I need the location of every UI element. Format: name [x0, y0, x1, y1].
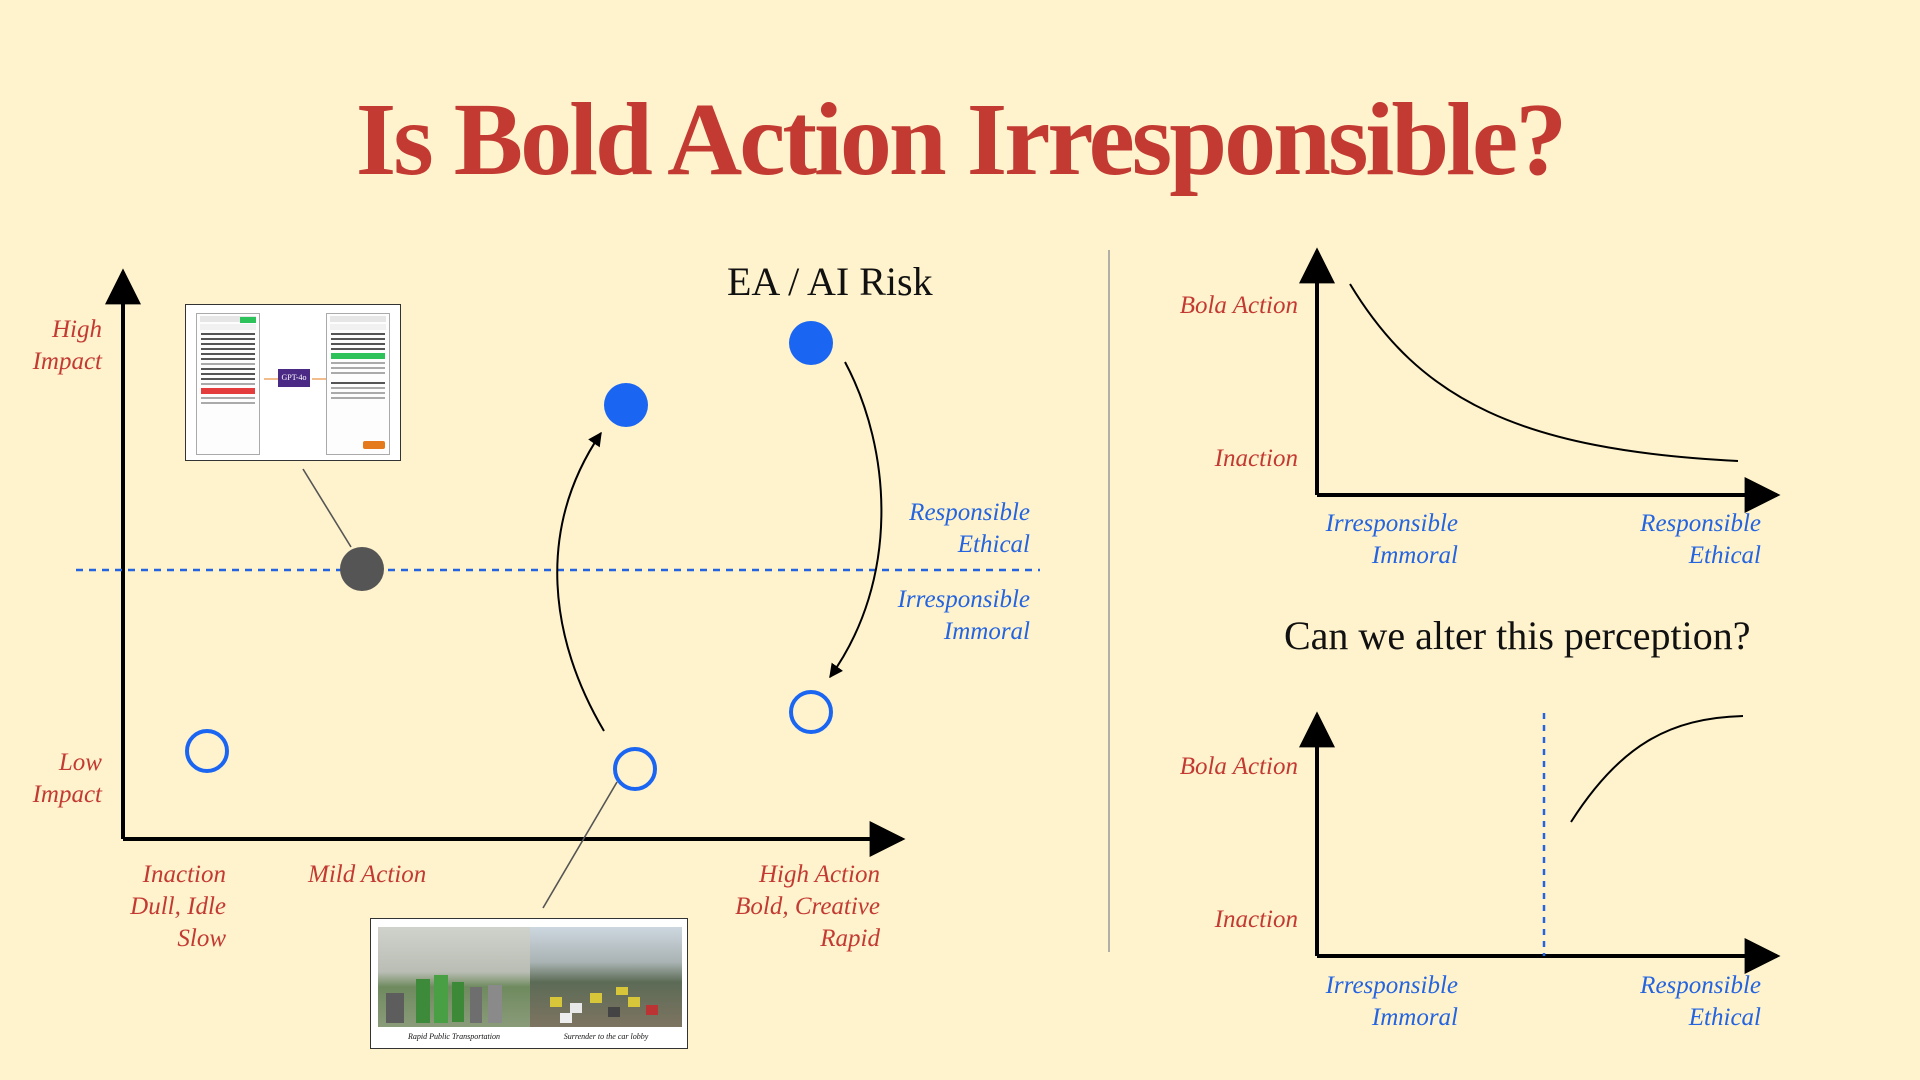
x-label-high-line2: Bold, Creative: [735, 893, 880, 920]
x-label-inaction: Inaction Dull, Idle Slow: [110, 859, 226, 955]
y-label-high-impact: High Impact: [20, 314, 102, 378]
phone-mockup-left: [196, 313, 260, 455]
bottom-chart-axes: [1299, 711, 1781, 974]
perception-question: Can we alter this perception?: [1284, 613, 1751, 658]
bottom-chart-y-bottom: Inaction: [1214, 906, 1298, 933]
y-label-high-line2: Impact: [32, 348, 102, 375]
top-chart-x-right-line1: Responsible: [1640, 510, 1761, 537]
gpt-arrow-lines: [264, 378, 326, 380]
bottom-chart-y-top: Bola Action: [1179, 753, 1298, 780]
photo-bus-lane: [378, 927, 530, 1027]
divider-above-line2: Ethical: [957, 531, 1030, 558]
top-chart-x-left: Irresponsible Immoral: [1300, 508, 1458, 572]
transport-photo-inset: Rapid Public Transportation Surrender to…: [370, 918, 688, 1049]
top-chart-y-bottom: Inaction: [1214, 445, 1298, 472]
x-label-inaction-line3: Slow: [177, 925, 226, 952]
page-title: Is Bold Action Irresponsible?: [355, 82, 1567, 197]
y-label-low-line2: Impact: [32, 781, 102, 808]
blue-ring-high: [789, 690, 833, 734]
gpt-badge: GPT-4o: [278, 369, 310, 387]
top-chart-x-right: Responsible Ethical: [1600, 508, 1761, 572]
gpt-screenshot-inset: GPT-4o: [185, 304, 401, 461]
grey-dot-mild-action: [340, 547, 384, 591]
y-label-low-line1: Low: [58, 749, 102, 776]
top-chart-x-left-line1: Irresponsible: [1325, 510, 1458, 537]
gpt-inset-connector: [302, 468, 352, 548]
x-label-mild-action: Mild Action: [308, 861, 427, 888]
bottom-chart-rise-curve: [1570, 715, 1744, 823]
blue-dot-high-filled: [789, 321, 833, 365]
bottom-chart-x-right-line2: Ethical: [1688, 1004, 1761, 1031]
rise-arrow: [556, 431, 605, 732]
fall-arrow: [829, 361, 883, 679]
x-label-high-line3: Rapid: [820, 925, 880, 952]
bottom-chart-x-right-line1: Responsible: [1640, 972, 1761, 999]
bottom-chart-x-left: Irresponsible Immoral: [1300, 970, 1458, 1034]
photo-inset-connector: [542, 781, 618, 909]
bottom-chart-x-right: Responsible Ethical: [1600, 970, 1761, 1034]
phone-mockup-right: [326, 313, 390, 455]
y-label-high-line1: High: [52, 316, 102, 343]
divider-label-irresponsible: Irresponsible Immoral: [880, 584, 1030, 648]
blue-ring-mid: [613, 747, 657, 791]
photo-car-traffic: [530, 927, 682, 1027]
x-label-high-line1: High Action: [758, 861, 880, 888]
top-chart-axes: [1299, 247, 1781, 513]
top-chart-x-left-line2: Immoral: [1371, 542, 1458, 569]
photo-caption-right: Surrender to the car lobby: [563, 1032, 649, 1041]
y-label-low-impact: Low Impact: [20, 747, 102, 811]
top-chart-y-top: Bola Action: [1179, 292, 1298, 319]
bottom-chart-x-left-line2: Immoral: [1371, 1004, 1458, 1031]
divider-label-responsible: Responsible Ethical: [880, 497, 1030, 561]
top-chart-decay-curve: [1349, 283, 1739, 462]
x-label-high-action: High Action Bold, Creative Rapid: [700, 859, 880, 955]
x-label-inaction-line1: Inaction: [142, 861, 226, 888]
blue-ring-inaction: [185, 729, 229, 773]
main-chart-axes: [105, 268, 906, 857]
divider-above-line1: Responsible: [909, 499, 1030, 526]
main-chart-heading: EA / AI Risk: [727, 259, 933, 304]
blue-dot-mid-filled: [604, 383, 648, 427]
divider-below-line2: Immoral: [943, 618, 1030, 645]
x-label-inaction-line2: Dull, Idle: [130, 893, 226, 920]
top-chart-x-right-line2: Ethical: [1688, 542, 1761, 569]
divider-below-line1: Irresponsible: [897, 586, 1030, 613]
bottom-chart-x-left-line1: Irresponsible: [1325, 972, 1458, 999]
photo-caption-left: Rapid Public Transportation: [407, 1032, 500, 1041]
